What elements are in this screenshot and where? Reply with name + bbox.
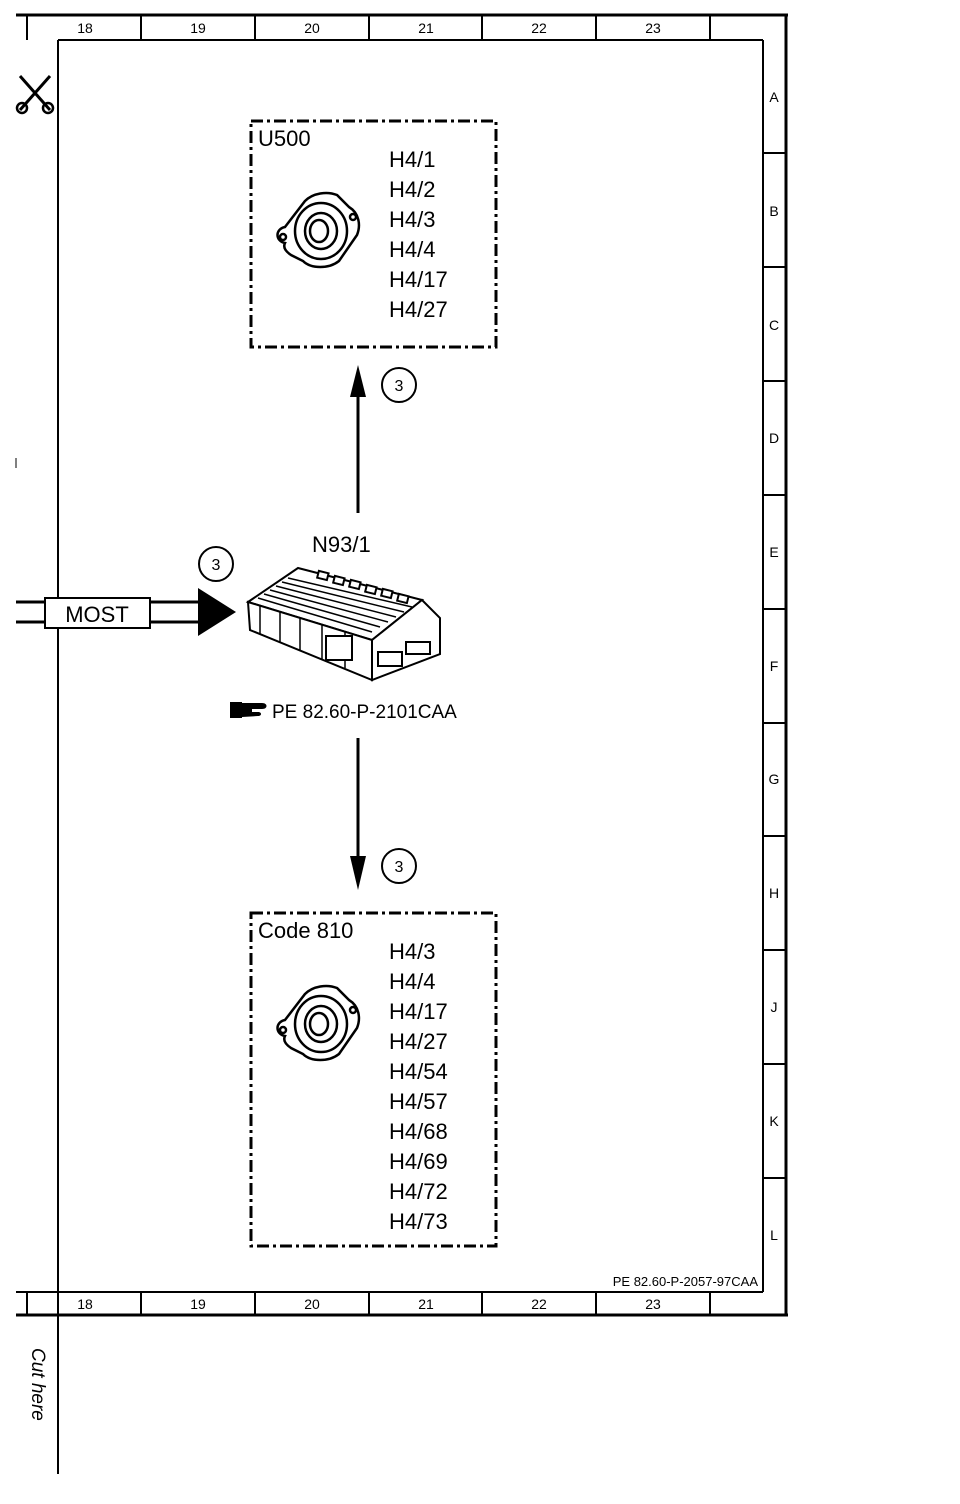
row-label: J xyxy=(771,999,778,1015)
most-bus-circle-number: 3 xyxy=(212,557,221,574)
row-label: C xyxy=(769,317,779,333)
arrow-down-circle-number: 3 xyxy=(395,859,404,876)
u500-item-list: H4/1 H4/2 H4/3 H4/4 H4/17 H4/27 xyxy=(389,147,448,322)
column-label: 22 xyxy=(531,20,547,36)
row-label: A xyxy=(769,89,779,105)
row-label: G xyxy=(769,771,780,787)
row-label: H xyxy=(769,885,779,901)
column-label: 23 xyxy=(645,20,661,36)
column-label: 19 xyxy=(190,1296,206,1312)
column-labels-bottom: 18 19 20 21 22 23 xyxy=(77,1296,661,1312)
u500-box-title: U500 xyxy=(258,126,311,151)
row-label: F xyxy=(770,658,779,674)
row-label: L xyxy=(770,1227,778,1243)
code-810-box-title: Code 810 xyxy=(258,918,353,943)
list-item: H4/17 xyxy=(389,999,448,1024)
column-label: 21 xyxy=(418,20,434,36)
most-bus-label-box xyxy=(44,597,151,629)
module-reference: PE 82.60-P-2101CAA xyxy=(272,702,457,723)
column-separators xyxy=(140,15,711,1315)
list-item: H4/69 xyxy=(389,1149,448,1174)
row-label: E xyxy=(769,544,778,560)
row-label: B xyxy=(769,203,778,219)
list-item: H4/4 xyxy=(389,237,435,262)
most-bus-label: MOST xyxy=(65,602,129,627)
list-item: H4/27 xyxy=(389,297,448,322)
arrow-down xyxy=(350,738,366,890)
module-label: N93/1 xyxy=(312,532,371,557)
list-item: H4/68 xyxy=(389,1119,448,1144)
scissors-icon xyxy=(15,75,55,115)
column-label: 20 xyxy=(304,20,320,36)
column-label: 22 xyxy=(531,1296,547,1312)
drawing-number: PE 82.60-P-2057-97CAA xyxy=(613,1274,759,1289)
column-label: 23 xyxy=(645,1296,661,1312)
list-item: H4/73 xyxy=(389,1209,448,1234)
most-bus-circle-badge: 3 xyxy=(198,546,234,582)
row-label: D xyxy=(769,430,779,446)
speaker-icon xyxy=(276,984,361,1062)
most-bus-arrowhead xyxy=(198,588,236,636)
cut-here-label: Cut here xyxy=(27,1348,48,1421)
arrow-up-circle-number: 3 xyxy=(395,378,404,395)
list-item: H4/1 xyxy=(389,147,435,172)
list-item: H4/72 xyxy=(389,1179,448,1204)
module-connector-icon xyxy=(245,566,441,682)
arrow-up-circle-badge: 3 xyxy=(381,367,417,403)
list-item: H4/3 xyxy=(389,207,435,232)
column-label: 18 xyxy=(77,1296,93,1312)
drawing-frame xyxy=(15,13,788,1474)
column-label: 18 xyxy=(77,20,93,36)
u500-box xyxy=(249,119,498,349)
row-separators xyxy=(763,152,786,1179)
list-item: H4/54 xyxy=(389,1059,448,1084)
reference-pointer-icon xyxy=(230,702,267,718)
list-item: H4/17 xyxy=(389,267,448,292)
row-labels: A B C D E F G H J K L xyxy=(769,89,780,1243)
column-label: 21 xyxy=(418,1296,434,1312)
column-label: 20 xyxy=(304,1296,320,1312)
list-item: H4/2 xyxy=(389,177,435,202)
column-label: 19 xyxy=(190,20,206,36)
arrow-down-circle-badge: 3 xyxy=(381,848,417,884)
list-item: H4/4 xyxy=(389,969,435,994)
speaker-icon xyxy=(276,191,361,269)
arrow-up xyxy=(350,365,366,513)
column-labels-top: 18 19 20 21 22 23 xyxy=(77,20,661,36)
row-label: K xyxy=(769,1113,779,1129)
code-810-box xyxy=(249,911,498,1248)
list-item: H4/57 xyxy=(389,1089,448,1114)
code-810-item-list: H4/3 H4/4 H4/17 H4/27 H4/54 H4/57 H4/68 … xyxy=(389,939,448,1234)
list-item: H4/3 xyxy=(389,939,435,964)
list-item: H4/27 xyxy=(389,1029,448,1054)
